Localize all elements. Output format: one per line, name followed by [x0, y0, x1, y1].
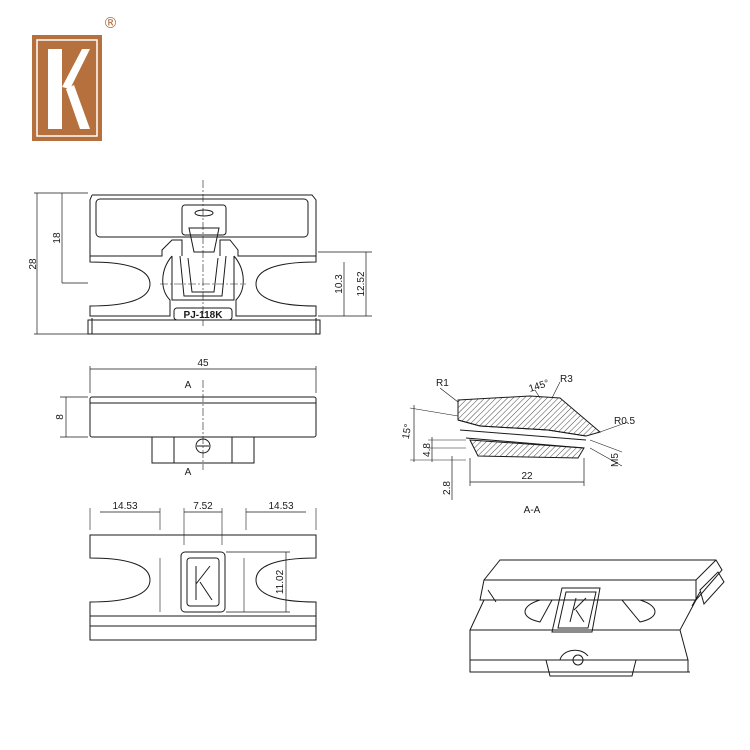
section-view [409, 381, 629, 500]
isometric-view [469, 559, 725, 677]
dim-height-upper: 18 [52, 232, 63, 244]
model-label: PJ-118K [184, 310, 224, 321]
label-radius-small: R1 [436, 378, 449, 389]
dim-right-segment: 14.53 [268, 501, 293, 512]
label-length: 22 [521, 471, 533, 482]
front-view: PJ-118K [34, 180, 372, 335]
label-angle-side: 15° [401, 423, 414, 440]
section-mark-bottom: A [185, 467, 192, 478]
dim-height-total: 28 [28, 258, 39, 270]
label-height-mid: 4.8 [422, 443, 433, 457]
label-radius-tip: R0.5 [614, 416, 636, 427]
label-thread: M5 [610, 453, 621, 467]
dim-left-segment: 14.53 [112, 501, 137, 512]
dim-thickness: 8 [55, 414, 66, 420]
label-angle-top: 145° [528, 378, 551, 395]
brand-logo [32, 35, 102, 141]
section-title: A-A [524, 505, 541, 516]
top-view [60, 366, 317, 470]
registered-trademark-icon: ® [103, 14, 118, 32]
label-radius-large: R3 [560, 374, 573, 385]
dim-emblem-height: 11.02 [275, 569, 286, 594]
dim-center-segment: 7.52 [193, 501, 213, 512]
section-mark-top: A [185, 380, 192, 391]
dim-width: 45 [197, 358, 209, 369]
label-height-base: 2.8 [442, 481, 453, 495]
dim-slot-offset: 12.52 [356, 271, 367, 296]
dim-slot-height: 10.3 [334, 274, 345, 294]
bottom-view [89, 508, 317, 641]
